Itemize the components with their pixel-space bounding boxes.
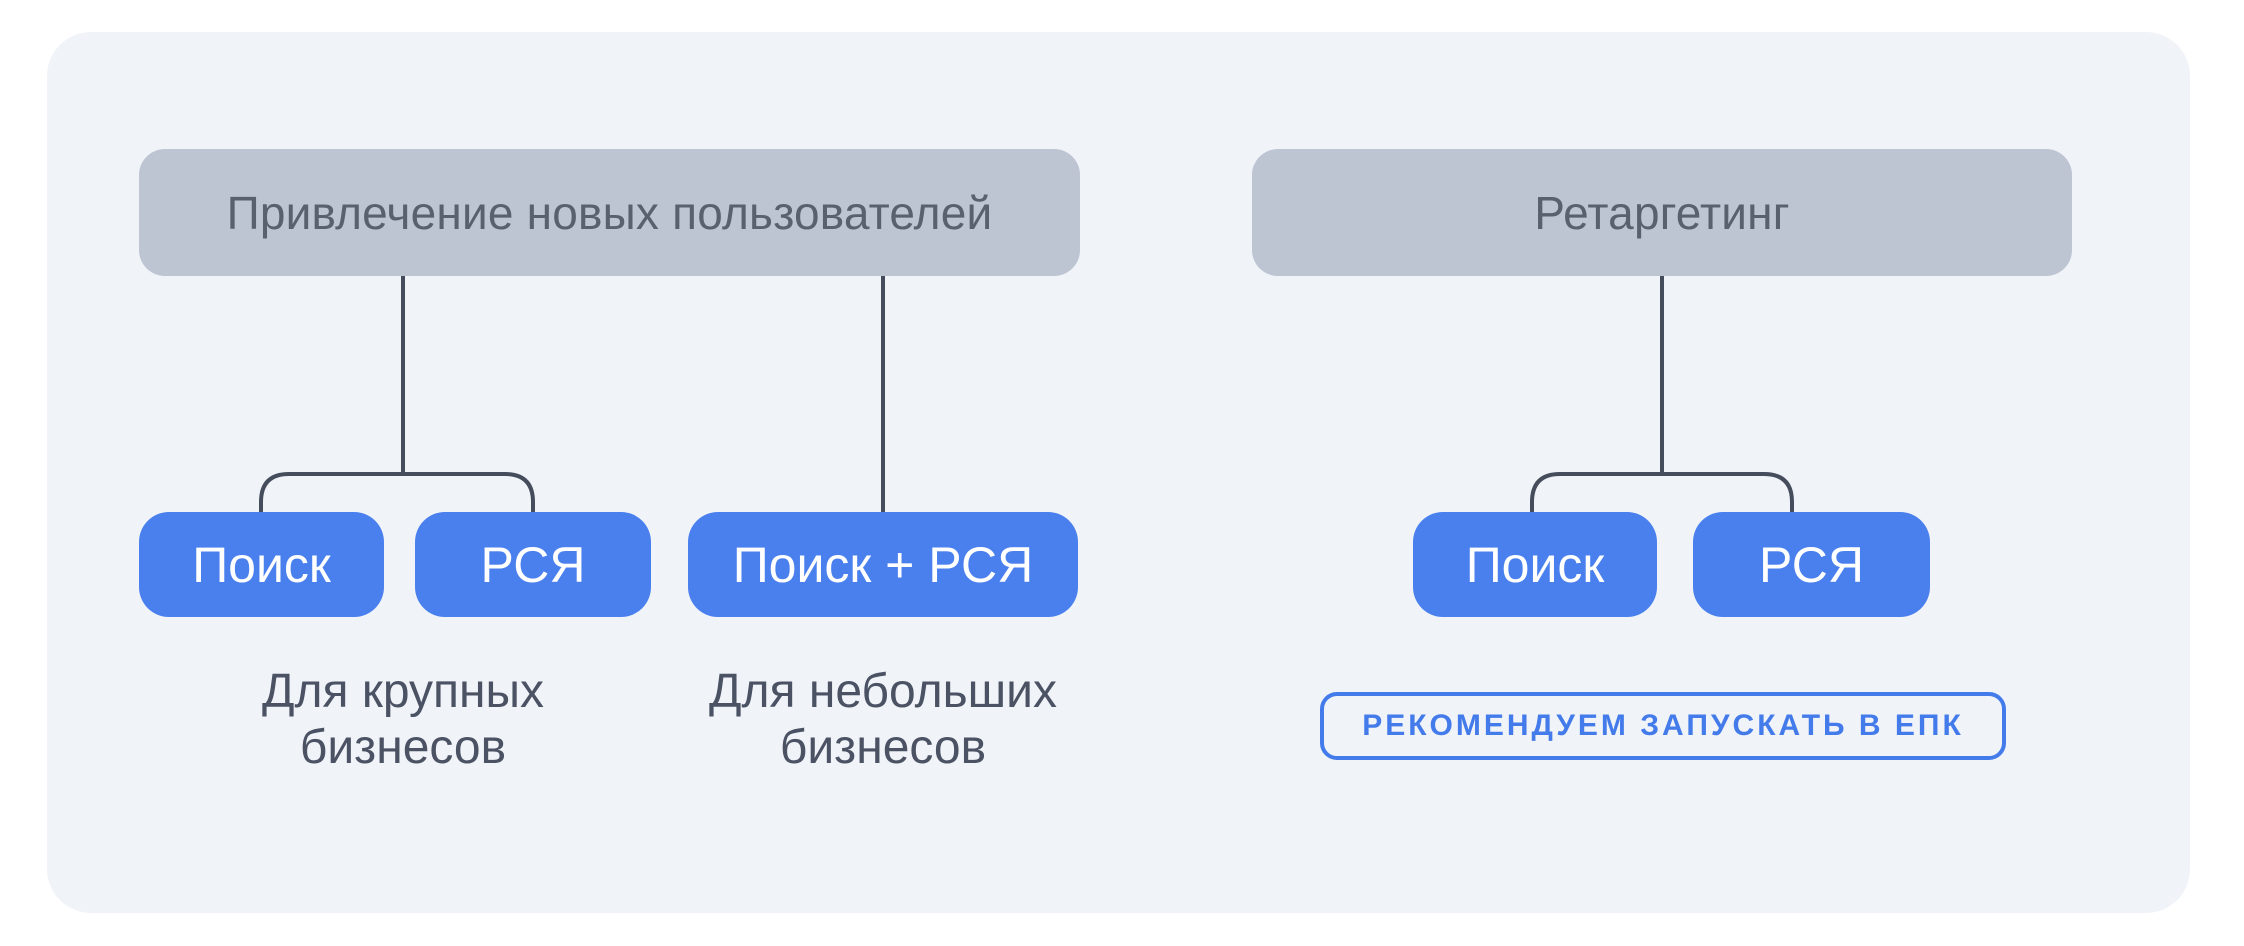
node-search-retargeting-label: Поиск bbox=[1465, 536, 1605, 593]
node-search-acquisition: Поиск bbox=[139, 512, 384, 617]
node-rsya-acquisition: РСЯ bbox=[415, 512, 651, 617]
node-rsya-retargeting-label: РСЯ bbox=[1758, 536, 1864, 593]
node-rsya-retargeting: РСЯ bbox=[1693, 512, 1930, 617]
caption-small-businesses: Для небольших бизнесов bbox=[709, 665, 1057, 775]
node-search-plus-rsya: Поиск + РСЯ bbox=[688, 512, 1078, 617]
node-search-plus-rsya-label: Поиск + РСЯ bbox=[732, 536, 1034, 593]
node-retargeting: Ретаргетинг bbox=[1252, 149, 2072, 276]
caption-large-businesses: Для крупных бизнесов bbox=[262, 665, 544, 775]
node-search-acquisition-label: Поиск bbox=[192, 536, 331, 593]
node-retargeting-label: Ретаргетинг bbox=[1534, 186, 1790, 239]
epc-recommendation-badge-label: РЕКОМЕНДУЕМ ЗАПУСКАТЬ В ЕПК bbox=[1362, 709, 1964, 742]
node-new-users-acquisition-label: Привлечение новых пользователей bbox=[226, 186, 993, 239]
node-search-retargeting: Поиск bbox=[1413, 512, 1657, 617]
node-rsya-acquisition-label: РСЯ bbox=[480, 536, 586, 593]
epc-recommendation-badge: РЕКОМЕНДУЕМ ЗАПУСКАТЬ В ЕПК bbox=[1320, 692, 2006, 760]
node-new-users-acquisition: Привлечение новых пользователей bbox=[139, 149, 1080, 276]
